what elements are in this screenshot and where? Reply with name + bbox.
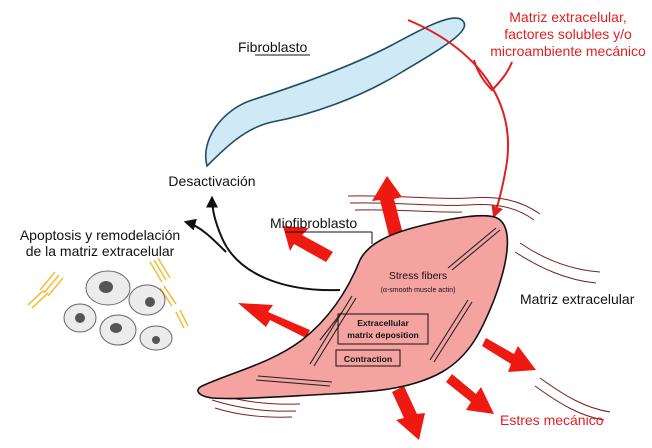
deactivation-label: Desactivación [168,173,255,189]
apoptosis-arrow [186,222,226,252]
apoptotic-nucleus [110,323,122,333]
apoptotic-nucleus [75,313,85,323]
stress-arrow [446,374,494,414]
apoptotic-cells-cluster [28,258,188,350]
contraction-label: Contraction [344,354,392,364]
stress-arrow [238,303,310,338]
stress-arrow [392,386,425,440]
ecm-deposition-label-line1: Extracellular [357,318,409,328]
stress-arrow [482,338,536,372]
apoptosis-label-line2: de la matriz extracelular [26,243,175,259]
ecm-signal-label-line1: Matriz extracelular, [509,9,626,25]
apoptosis-label-line1: Apoptosis y remodelación [20,227,180,243]
stress-arrow [283,226,333,262]
activation-brace [474,60,512,90]
collagen-remnant [28,272,63,308]
alpha-sma-label: (α-smooth muscle actin) [381,287,456,294]
apoptotic-nucleus [99,281,113,293]
stress-fibers-label: Stress fibers [389,270,447,282]
myofibroblast-label: Miofibroblasto [270,215,357,231]
ecm-signal-label-line2: factores solubles y/o [504,26,632,42]
ecm-signal-label-line3: microambiente mecánico [490,43,646,59]
apoptotic-nucleus [145,297,155,307]
mechanical-stress-label: Estres mecánico [500,412,604,428]
extracellular-matrix-label: Matriz extracelular [520,291,635,307]
deactivation-arrow [212,198,340,290]
ecm-deposition-label-line2: matrix deposition [347,330,419,340]
apoptotic-nucleus [152,336,160,344]
fibroblast-label: Fibroblasto [238,39,307,55]
